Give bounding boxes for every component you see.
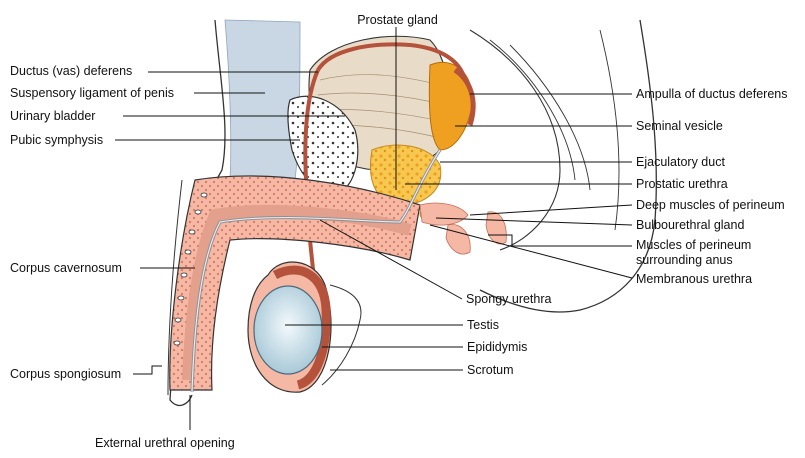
label-surrounding-anus: surrounding anus [636,253,733,267]
label-prostatic-urethra: Prostatic urethra [636,177,728,191]
label-seminal-vesicle: Seminal vesicle [636,119,723,133]
skin-pores [173,192,208,346]
corpus-spongiosum-band [182,204,412,381]
rectum-outline [469,29,561,251]
label-suspensory-ligament: Suspensory ligament of penis [10,86,174,100]
label-membranous-urethra: Membranous urethra [636,272,753,286]
label-bulbourethral-gland: Bulbourethral gland [636,218,745,232]
label-scrotum: Scrotum [467,363,514,377]
label-ejaculatory-duct: Ejaculatory duct [636,155,725,169]
skin-outline [167,179,183,396]
leader-lines [115,27,633,430]
label-muscles-perineum: Muscles of perineum [636,238,752,252]
prostate [370,144,442,206]
label-deep-muscles: Deep muscles of perineum [636,198,785,212]
label-epididymis: Epididymis [467,340,528,354]
deep-muscles [419,202,469,226]
label-prostate-gland: Prostate gland [357,13,438,27]
label-pubic-symphysis: Pubic symphysis [10,133,104,147]
label-corpus-spongiosum: Corpus spongiosum [10,367,122,381]
seminal-vesicle [428,61,473,151]
label-testis: Testis [467,318,499,332]
ampulla [453,67,476,126]
testis [253,285,323,375]
label-corpus-cavernosum: Corpus cavernosum [10,261,122,275]
epididymis [272,265,331,390]
penis-shaft [169,175,421,391]
anal-muscles [445,224,471,255]
label-external-urethral-opening: External urethral opening [95,436,235,450]
vas-deferens [316,42,467,81]
posterior-outline [479,19,657,313]
label-ampulla: Ampulla of ductus deferens [636,87,788,101]
suspensory-ligament [224,19,301,181]
label-spongy-urethra: Spongy urethra [466,292,552,306]
label-urinary-bladder: Urinary bladder [10,109,96,123]
label-ductus-deferens: Ductus (vas) deferens [10,64,133,78]
